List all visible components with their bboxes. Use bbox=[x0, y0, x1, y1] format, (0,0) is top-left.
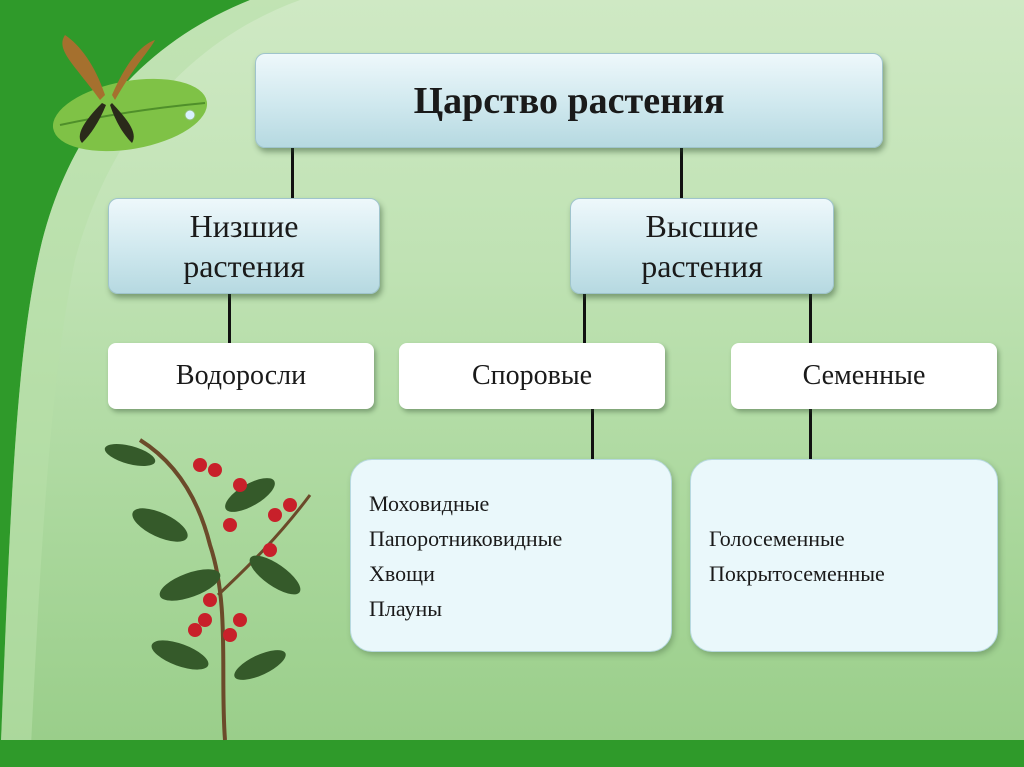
algae-box: Водоросли bbox=[108, 343, 374, 409]
leaf-vein bbox=[59, 102, 206, 126]
spore-list-item: Папоротниковидные bbox=[369, 525, 563, 551]
lower-plants-line2: растения bbox=[183, 248, 305, 284]
spore-list: Моховидные Папоротниковидные Хвощи Плаун… bbox=[351, 486, 562, 626]
branch-stem bbox=[138, 438, 227, 741]
lower-plants-box: Низшие растения bbox=[108, 198, 380, 294]
connector-seed-list bbox=[809, 409, 812, 459]
seed-list-item: Покрытосеменные bbox=[709, 560, 885, 586]
spore-box: Споровые bbox=[399, 343, 665, 409]
water-drop bbox=[184, 109, 196, 121]
title-text: Царство растения bbox=[413, 79, 725, 122]
connector-title-lower bbox=[291, 148, 294, 198]
leaf-shape bbox=[52, 78, 208, 152]
green-swoosh bbox=[0, 0, 250, 767]
seed-box: Семенные bbox=[731, 343, 997, 409]
seed-list: Голосеменные Покрытосеменные bbox=[691, 521, 885, 591]
branch-leaves bbox=[104, 444, 301, 680]
butterfly-right-wing bbox=[112, 40, 155, 100]
spore-list-box: Моховидные Папоротниковидные Хвощи Плаун… bbox=[350, 459, 672, 652]
connector-higher-seed bbox=[809, 294, 812, 344]
red-berries bbox=[188, 458, 297, 642]
higher-plants-box: Высшие растения bbox=[570, 198, 834, 294]
connector-higher-spore bbox=[583, 294, 586, 344]
spore-list-item: Хвощи bbox=[369, 560, 435, 586]
connector-title-higher bbox=[680, 148, 683, 198]
connector-lower-algae bbox=[228, 294, 231, 344]
seed-list-item: Голосеменные bbox=[709, 525, 845, 551]
spore-list-item: Плауны bbox=[369, 595, 443, 621]
bottom-bar bbox=[0, 740, 1024, 767]
light-swoosh bbox=[0, 0, 300, 767]
seed-label: Семенные bbox=[802, 360, 926, 391]
butterfly-left-wing bbox=[62, 35, 105, 100]
higher-plants-line2: растения bbox=[641, 248, 763, 284]
title-box: Царство растения bbox=[255, 53, 883, 148]
butterfly-leaf-image bbox=[52, 35, 208, 152]
seed-list-box: Голосеменные Покрытосеменные bbox=[690, 459, 998, 652]
lower-plants-line1: Низшие bbox=[189, 208, 299, 244]
butterfly-right-hindwing bbox=[110, 103, 134, 143]
spore-list-item: Моховидные bbox=[369, 490, 490, 516]
berry-branch-image bbox=[104, 438, 312, 741]
spore-label: Споровые bbox=[471, 360, 593, 391]
higher-plants-line1: Высшие bbox=[645, 208, 759, 244]
connector-spore-list bbox=[591, 409, 594, 459]
butterfly-left-hindwing bbox=[79, 103, 106, 143]
algae-label: Водоросли bbox=[175, 360, 307, 391]
